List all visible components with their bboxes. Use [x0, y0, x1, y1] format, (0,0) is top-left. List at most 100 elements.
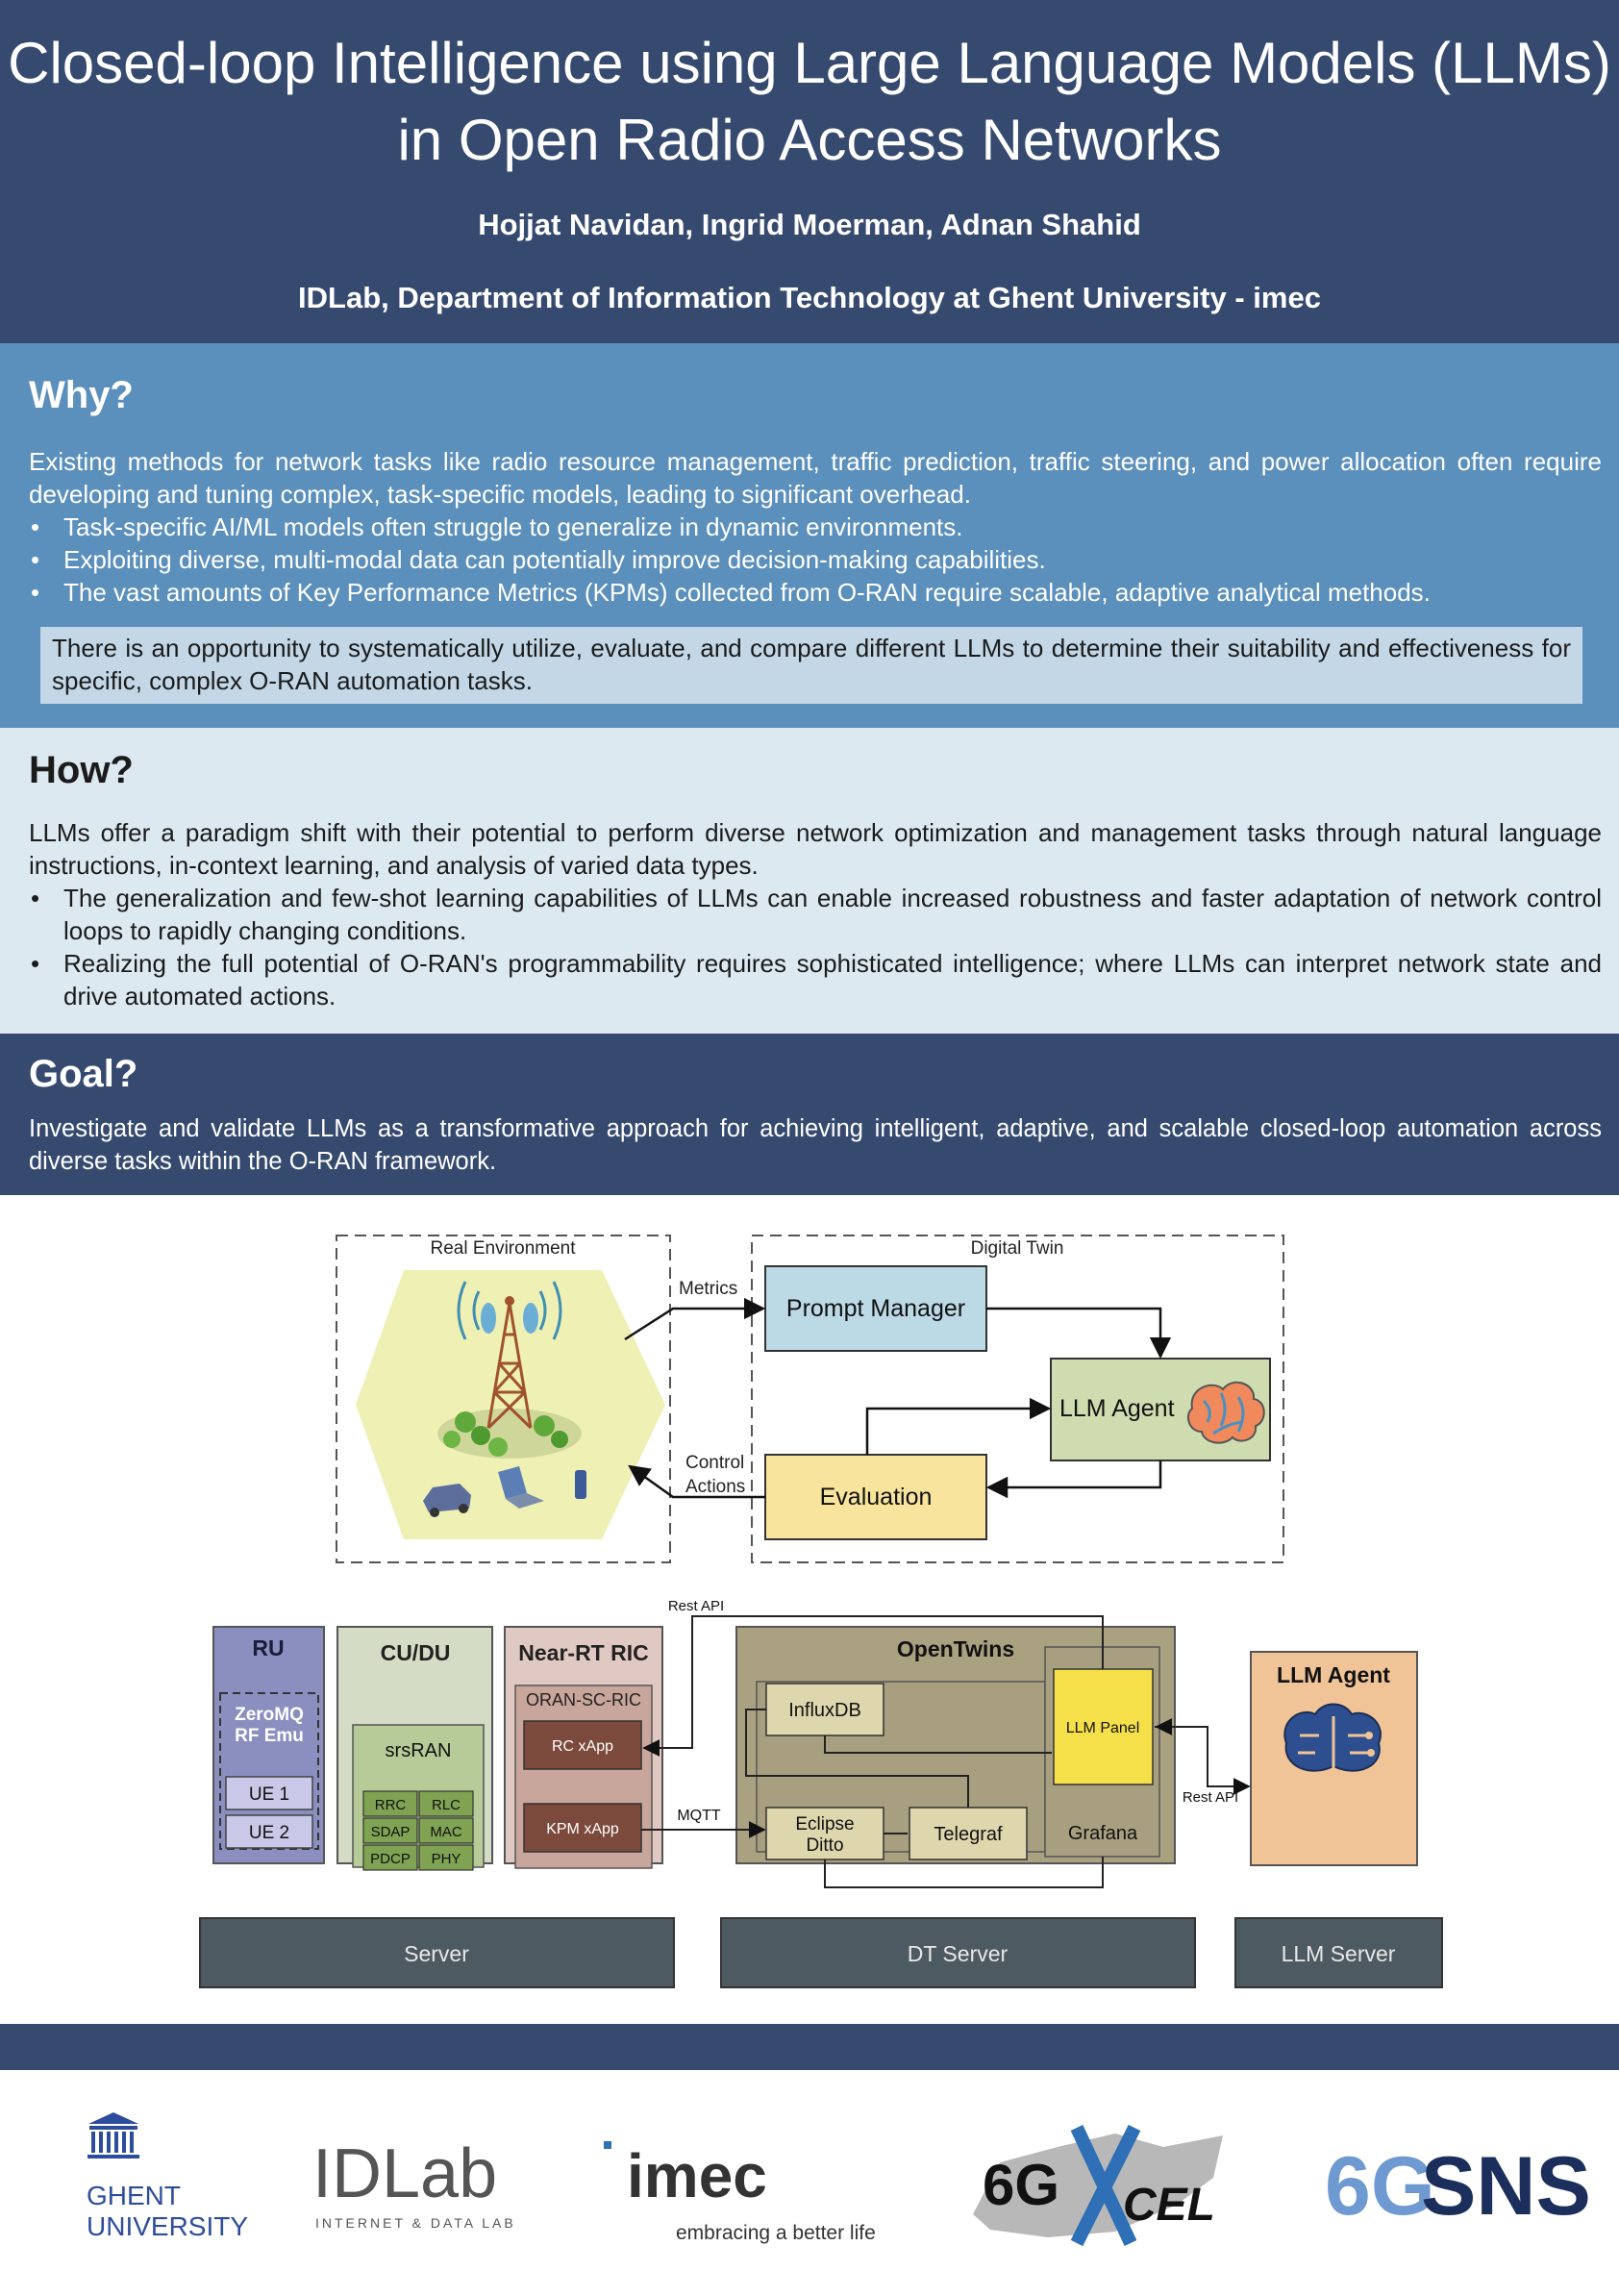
llm-panel-label: LLM Panel: [1066, 1720, 1140, 1736]
ric-label: Near-RT RIC: [518, 1640, 648, 1665]
stack-mac: [418, 1817, 474, 1844]
cudu-label: CU/DU: [381, 1640, 451, 1665]
stack-sdap-label: SDAP: [371, 1824, 411, 1840]
imec-logo: imec embracing a better life: [604, 2141, 876, 2244]
ue1-box: [225, 1776, 313, 1810]
stack-rrc: [362, 1790, 418, 1817]
llm-agent-label: LLM Agent: [1059, 1395, 1175, 1422]
affiliation: IDLab, Department of Information Technol…: [298, 281, 1321, 314]
eclipse-label-1: Eclipse: [795, 1814, 854, 1834]
influx-panel-line: [824, 1735, 1052, 1754]
imec-subtext: embracing a better life: [676, 2222, 876, 2244]
how-bullet-2: Realizing the full potential of O-RAN's …: [29, 947, 1602, 1012]
ai-brain-icon: [1283, 1703, 1382, 1772]
telegraf-label: Telegraf: [934, 1824, 1003, 1845]
mqtt-label: MQTT: [677, 1808, 721, 1824]
telegraf-influx-line: [745, 1709, 969, 1808]
kpm-xapp-label: KPM xApp: [546, 1821, 619, 1837]
how-section: How? LLMs offer a paradigm shift with th…: [0, 728, 1619, 1034]
why-section: Why? Existing methods for network tasks …: [0, 343, 1619, 728]
rc-xapp-label: RC xApp: [552, 1738, 613, 1755]
why-callout: There is an opportunity to systematicall…: [40, 627, 1582, 704]
logo-strip: GHENT UNIVERSITY IDLab INTERNET & DATA L…: [0, 2070, 1619, 2291]
rest-api-right-label: Rest API: [1183, 1789, 1238, 1806]
authors: Hojjat Navidan, Ingrid Moerman, Adnan Sh…: [478, 208, 1141, 241]
idlab-logo: IDLab INTERNET & DATA LAB: [312, 2135, 513, 2231]
eclipse-label-2: Ditto: [806, 1835, 843, 1856]
how-intro: LLMs offer a paradigm shift with their p…: [29, 818, 1602, 880]
telegraf-box: [909, 1807, 1028, 1860]
poster-header: Closed-loop Intelligence using Large Lan…: [0, 0, 1619, 343]
logos-svg: GHENT UNIVERSITY IDLab INTERNET & DATA L…: [87, 2112, 1591, 2247]
dt-server-box: [720, 1917, 1196, 1988]
why-bullets: Task-specific AI/ML models often struggl…: [29, 511, 1602, 609]
evaluation-label: Evaluation: [820, 1484, 933, 1510]
ue2-box: [225, 1814, 313, 1849]
ghent-university-logo: GHENT UNIVERSITY: [87, 2112, 248, 2241]
rest-api-top-label: Rest API: [668, 1598, 724, 1614]
digital-twin-box: [751, 1235, 1284, 1563]
how-bullet-1: The generalization and few-shot learning…: [29, 882, 1602, 947]
title-line-2: in Open Radio Access Networks: [397, 108, 1222, 172]
influxdb-label: InfluxDB: [788, 1700, 861, 1721]
why-bullet-3: The vast amounts of Key Performance Metr…: [29, 576, 1602, 609]
ghent-text-1: GHENT: [87, 2181, 181, 2210]
real-environment-label: Real Environment: [430, 1238, 576, 1259]
evaluation-to-llm-arrow: [865, 1397, 1052, 1455]
stack-pdcp: [362, 1844, 418, 1871]
metrics-arrow: [624, 1297, 766, 1341]
ditto-grafana-line: [824, 1857, 1104, 1888]
oran-sc-ric-label: ORAN-SC-RIC: [526, 1690, 641, 1710]
rc-xapp-box: [523, 1720, 642, 1770]
title-line-1: Closed-loop Intelligence using Large Lan…: [8, 31, 1611, 95]
poster-title: Closed-loop Intelligence using Large Lan…: [0, 25, 1619, 179]
diagrams-svg: Real Environment Digital Twin Prompt Man…: [199, 1235, 1443, 1988]
stack-rrc-label: RRC: [375, 1797, 407, 1813]
how-heading: How?: [29, 749, 134, 791]
llm-agent-server-label: LLM Agent: [1277, 1662, 1390, 1687]
actions-label: Actions: [685, 1477, 745, 1497]
6gxcel-logo: 6G CEL: [973, 2124, 1223, 2247]
footer-bar: [0, 2024, 1619, 2070]
srsran-label: srsRAN: [386, 1740, 452, 1761]
why-bullet-2: Exploiting diverse, multi-modal data can…: [29, 543, 1602, 576]
goal-section: Goal? Investigate and validate LLMs as a…: [0, 1034, 1619, 1195]
why-bullet-1: Task-specific AI/ML models often struggl…: [29, 511, 1602, 543]
dt-server-label: DT Server: [908, 1941, 1009, 1966]
zeromq-box: [219, 1692, 319, 1850]
idlab-text: IDLab: [312, 2135, 497, 2212]
ghent-text-2: UNIVERSITY: [87, 2211, 248, 2241]
phone-icon: [575, 1470, 586, 1499]
why-heading: Why?: [29, 374, 134, 416]
ue2-label: UE 2: [249, 1823, 289, 1843]
cell-tower-icon: [457, 1281, 562, 1430]
llm-to-evaluation-arrow: [985, 1460, 1162, 1499]
kpm-xapp-box: [523, 1803, 642, 1853]
opentwins-label: OpenTwins: [897, 1636, 1014, 1661]
6gsns-text-1: 6G: [1325, 2140, 1435, 2233]
6gxcel-text-1: 6G: [983, 2153, 1059, 2217]
stack-rlc-label: RLC: [432, 1797, 461, 1813]
laptop-icon: [498, 1466, 544, 1509]
stack-mac-label: MAC: [430, 1824, 462, 1840]
llm-server-label: LLM Server: [1282, 1941, 1396, 1966]
control-label: Control: [685, 1453, 744, 1473]
llm-server-box: [1234, 1917, 1443, 1988]
6gxcel-text-2: CEL: [1123, 2180, 1215, 2231]
stack-phy: [418, 1844, 474, 1871]
stack-pdcp-label: PDCP: [370, 1851, 411, 1867]
why-intro: Existing methods for network tasks like …: [29, 447, 1602, 509]
protocol-stack: RRC RLC SDAP MAC PDCP PHY: [362, 1790, 474, 1871]
prompt-manager-label: Prompt Manager: [786, 1295, 965, 1322]
llm-panel-box: [1053, 1668, 1154, 1785]
stack-sdap: [362, 1817, 418, 1844]
ue1-label: UE 1: [249, 1784, 289, 1805]
server-label: Server: [404, 1941, 469, 1966]
trees-icon: [443, 1411, 568, 1457]
server-box: [199, 1917, 675, 1988]
real-environment-box: [336, 1235, 671, 1563]
6gsns-text-2: SNS: [1421, 2140, 1591, 2233]
prompt-to-llm-arrow: [986, 1307, 1172, 1360]
rest-api-top-arrow: [642, 1615, 1104, 1757]
car-icon: [423, 1484, 471, 1517]
